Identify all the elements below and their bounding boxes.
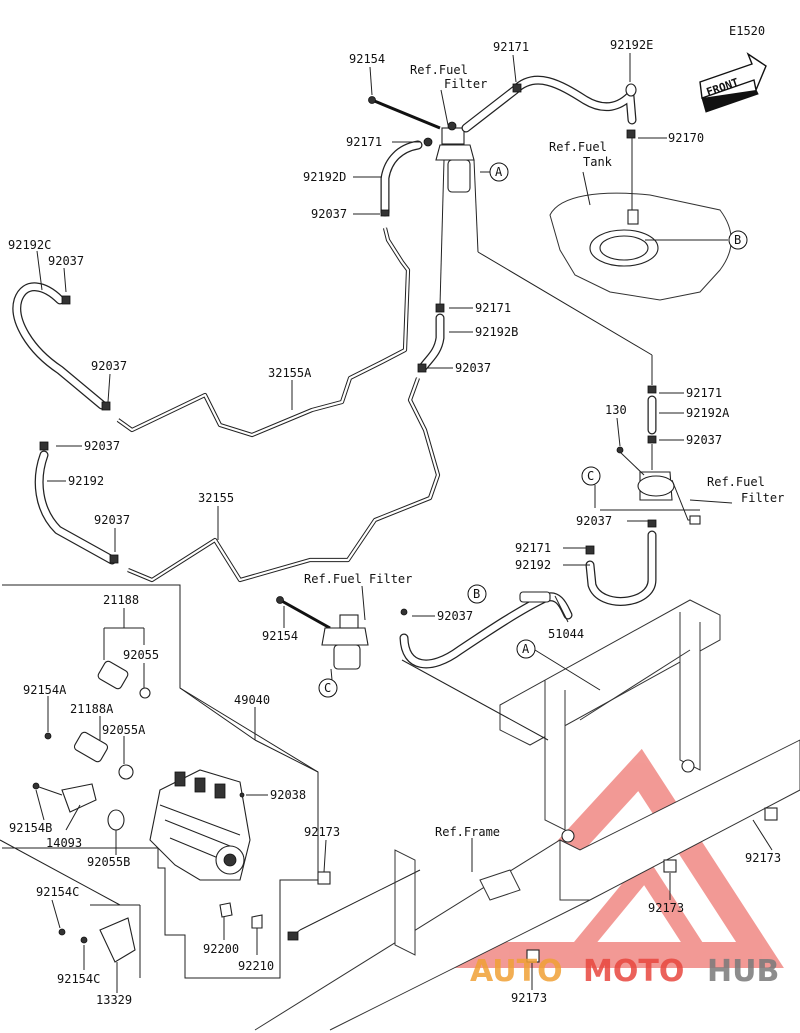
part-label: 92038 — [270, 788, 306, 802]
svg-text:A: A — [522, 642, 530, 656]
hose-92192e — [461, 75, 637, 139]
svg-text:A: A — [495, 165, 503, 179]
part-label: 92055B — [87, 855, 130, 869]
callout-b-hose: B — [467, 584, 487, 604]
part-label: 92171 — [346, 135, 382, 149]
svg-text:B: B — [473, 587, 480, 601]
ref-fuel-filter-right-line2: Filter — [741, 491, 784, 505]
part-label: 92154C — [36, 885, 79, 899]
ref-fuel-filter-right-line1: Ref.Fuel — [707, 475, 765, 489]
part-label: 32155A — [268, 366, 312, 380]
part-label: 92154A — [23, 683, 67, 697]
svg-text:B: B — [734, 233, 741, 247]
frame — [254, 509, 800, 1031]
hose-92192b — [417, 159, 445, 373]
clamps-92173 — [317, 807, 778, 963]
callout-a-top: A — [489, 162, 509, 182]
part-label: 14093 — [46, 836, 82, 850]
svg-text:C: C — [324, 681, 331, 695]
part-label: 92037 — [311, 207, 347, 221]
injection-pump — [32, 660, 263, 963]
part-label: 92210 — [238, 959, 274, 973]
part-label: 13329 — [96, 993, 132, 1007]
diagram-code: E1520 — [729, 24, 765, 38]
svg-text:C: C — [587, 469, 594, 483]
ref-fuel-filter-top-line1: Ref.Fuel — [410, 63, 468, 77]
part-label: 92192D — [303, 170, 346, 184]
part-label: 92154C — [57, 972, 100, 986]
part-label: 92154B — [9, 821, 52, 835]
part-label: 21188 — [103, 593, 139, 607]
part-label: 92192 — [515, 558, 551, 572]
svg-text:MOTO: MOTO — [583, 954, 684, 989]
fuel-filter-mid — [276, 591, 573, 670]
part-label: 92037 — [455, 361, 491, 375]
injection-pump-box — [0, 584, 319, 979]
part-label: 92173 — [648, 901, 684, 915]
part-label: 92154 — [262, 629, 298, 643]
part-label: 92192B — [475, 325, 518, 339]
ref-frame: Ref.Frame — [435, 825, 500, 839]
part-label: 92171 — [515, 541, 551, 555]
part-label: 92154 — [349, 52, 385, 66]
hose-92192d — [380, 140, 423, 217]
part-label: 92173 — [745, 851, 781, 865]
bolt-92154-top — [368, 96, 441, 130]
part-label: 21188A — [70, 702, 114, 716]
ref-fuel-tank-line2: Tank — [583, 155, 613, 169]
part-label: 92192E — [610, 38, 653, 52]
part-label: 51044 — [548, 627, 584, 641]
part-label: 92037 — [94, 513, 130, 527]
svg-text:AUTO: AUTO — [470, 954, 563, 989]
part-label: 92055 — [123, 648, 159, 662]
part-label: 92192 — [68, 474, 104, 488]
fuel-tank — [549, 138, 732, 301]
part-label: 92173 — [304, 825, 340, 839]
leader-lines — [35, 53, 773, 993]
part-label: 92200 — [203, 942, 239, 956]
part-label: 92055A — [102, 723, 146, 737]
part-label: 92173 — [511, 991, 547, 1005]
ref-fuel-tank-line1: Ref.Fuel — [549, 140, 607, 154]
pipe-32155a — [116, 227, 411, 438]
ref-fuel-filter-top-line2: Filter — [444, 77, 487, 91]
part-label: 92192A — [686, 406, 730, 420]
ref-fuel-filter-mid: Ref.Fuel Filter — [304, 572, 412, 586]
part-label: 92037 — [84, 439, 120, 453]
part-label: 92037 — [576, 514, 612, 528]
callout-c-right: C — [581, 466, 601, 486]
part-label: 92037 — [686, 433, 722, 447]
part-label: 32155 — [198, 491, 234, 505]
part-label: 92171 — [686, 386, 722, 400]
fuel-filter-right — [473, 159, 701, 606]
part-label: 92192C — [8, 238, 51, 252]
part-label: 92037 — [48, 254, 84, 268]
part-label: 92171 — [475, 301, 511, 315]
part-label: 92037 — [437, 609, 473, 623]
part-label: 92171 — [493, 40, 529, 54]
pipe-32155 — [127, 377, 441, 583]
front-arrow-icon: FRONT — [699, 52, 767, 113]
part-label: 49040 — [234, 693, 270, 707]
watermark-text: AUTO MOTO HUB — [470, 954, 779, 989]
fuel-filter-top — [423, 121, 475, 193]
part-label: 92170 — [668, 131, 704, 145]
part-label: 130 — [605, 403, 627, 417]
callout-b-tank: B — [728, 230, 748, 250]
svg-text:HUB: HUB — [707, 954, 779, 989]
callout-c-filter: C — [318, 678, 338, 698]
part-label: 92037 — [91, 359, 127, 373]
hose-92192 — [34, 441, 119, 565]
callout-a-frame: A — [516, 639, 536, 659]
hose-92192c — [12, 282, 111, 411]
